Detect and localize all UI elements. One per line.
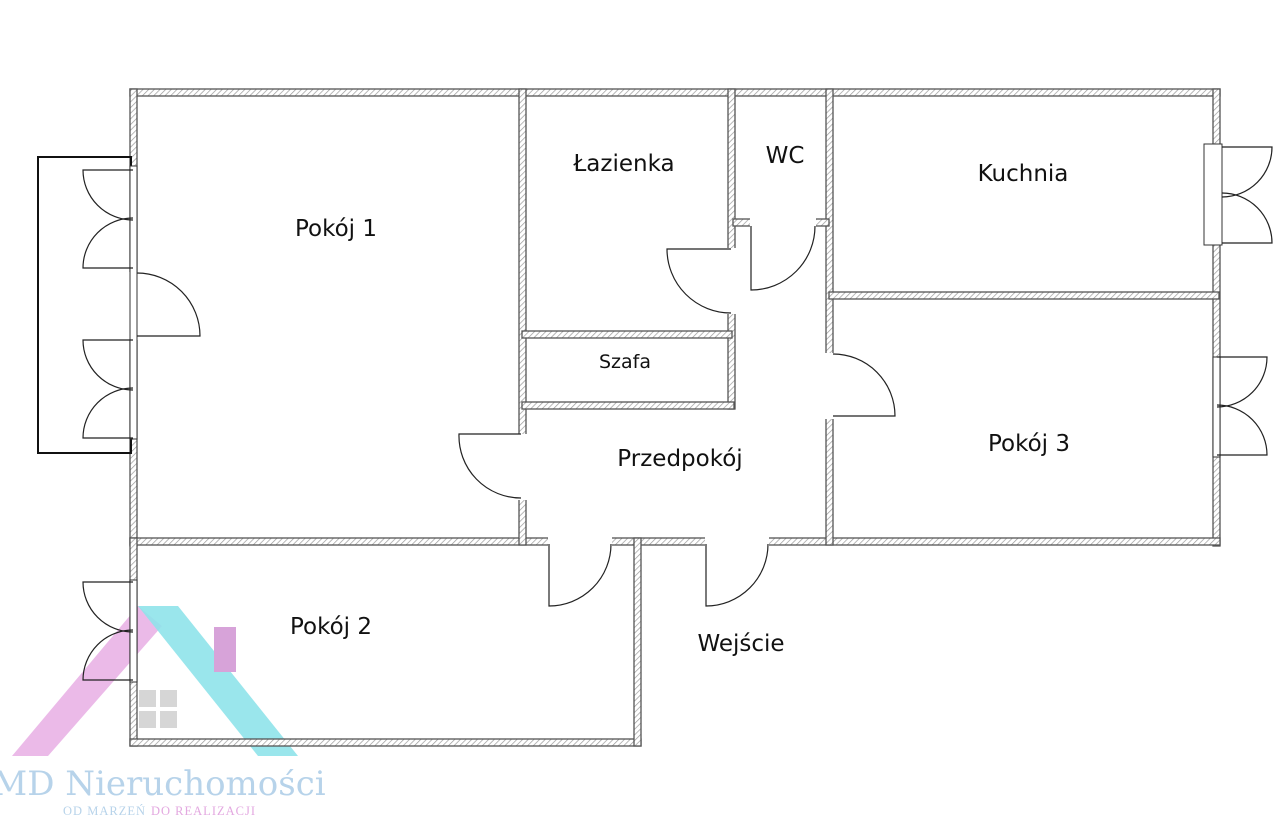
brand-name: MD Nieruchomości — [0, 764, 326, 804]
window-sashes — [82, 146, 1273, 681]
label-przedpokoj: Przedpokój — [617, 446, 742, 472]
doors — [136, 225, 896, 607]
label-pokoj1: Pokój 1 — [295, 216, 377, 242]
door-pokoj3 — [832, 353, 896, 417]
label-wc: WC — [766, 143, 805, 169]
door-balcony — [136, 272, 201, 337]
label-kuchnia: Kuchnia — [978, 161, 1069, 187]
label-wejscie: Wejście — [697, 631, 784, 657]
brand-tagline-a: OD MARZEŃ — [63, 804, 146, 818]
window-kuchnia — [1203, 143, 1223, 246]
door-lazienka — [666, 248, 732, 314]
door-pokoj1 — [458, 433, 522, 499]
window-pokoj2 — [129, 579, 138, 683]
label-szafa: Szafa — [599, 351, 651, 373]
walls — [129, 88, 1221, 747]
logo-window-icon — [139, 690, 177, 728]
windows — [129, 143, 1223, 683]
window-pokoj1 — [129, 165, 138, 440]
balcony — [37, 156, 132, 454]
label-lazienka: Łazienka — [572, 151, 674, 177]
door-wc — [750, 225, 816, 291]
logo-cyan-stroke — [138, 606, 298, 756]
label-pokoj3: Pokój 3 — [988, 431, 1070, 457]
door-pokoj2 — [548, 543, 612, 607]
brand-logo — [12, 606, 298, 756]
brand-tagline-b: DO REALIZACJI — [151, 804, 256, 818]
logo-pink-stroke — [12, 606, 162, 756]
label-pokoj2: Pokój 2 — [290, 614, 372, 640]
door-entrance — [705, 543, 769, 607]
brand-text: MD Nieruchomości OD MARZEŃ DO REALIZACJI — [0, 764, 326, 818]
logo-chimney — [214, 627, 236, 672]
room-labels: Pokój 1 Łazienka WC Kuchnia Szafa Przedp… — [290, 143, 1070, 657]
